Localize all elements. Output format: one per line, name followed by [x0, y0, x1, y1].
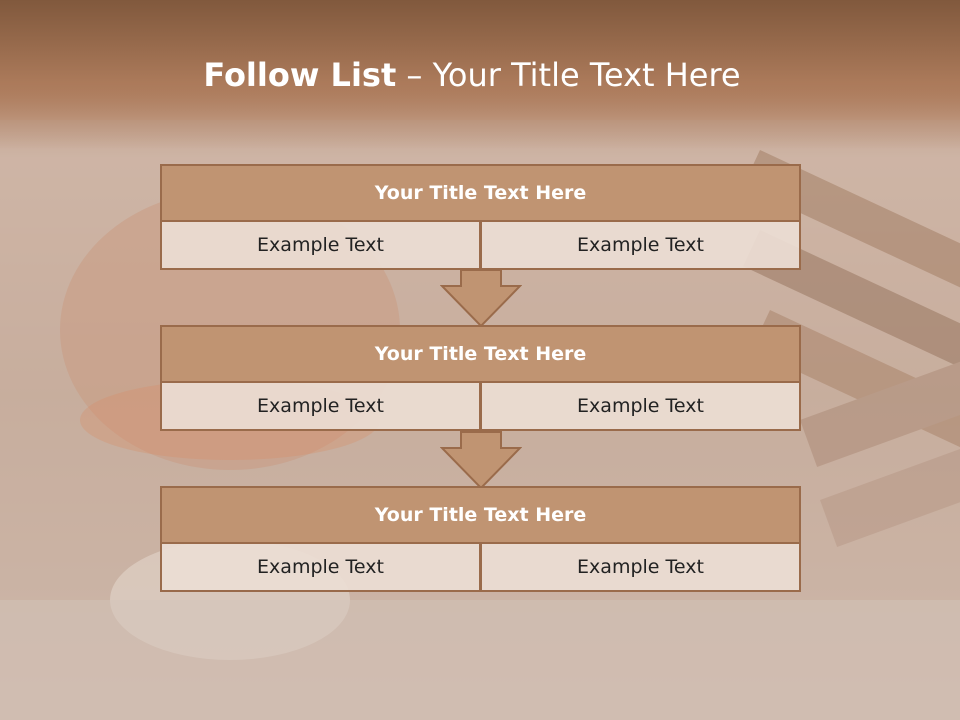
follow-list-block-1: Your Title Text Here Example Text Exampl…	[160, 164, 801, 270]
down-arrow-icon	[440, 269, 522, 328]
block-cell-right: Example Text	[480, 542, 801, 592]
block-row: Example Text Example Text	[160, 542, 801, 592]
block-cell-left: Example Text	[160, 220, 481, 270]
block-cell-right: Example Text	[480, 220, 801, 270]
block-row: Example Text Example Text	[160, 381, 801, 431]
block-cell-right: Example Text	[480, 381, 801, 431]
down-arrow-icon	[440, 431, 522, 490]
block-cell-left: Example Text	[160, 542, 481, 592]
block-title: Your Title Text Here	[160, 486, 801, 544]
title-bar	[0, 0, 960, 150]
slide-title: Follow List – Your Title Text Here	[0, 52, 944, 98]
block-title: Your Title Text Here	[160, 164, 801, 222]
block-cell-left: Example Text	[160, 381, 481, 431]
cigars-shape	[743, 149, 960, 547]
follow-list-block-2: Your Title Text Here Example Text Exampl…	[160, 325, 801, 431]
block-title: Your Title Text Here	[160, 325, 801, 383]
follow-list-block-3: Your Title Text Here Example Text Exampl…	[160, 486, 801, 592]
slide-title-rest: – Your Title Text Here	[406, 56, 741, 94]
slide-title-bold: Follow List	[203, 56, 397, 94]
block-row: Example Text Example Text	[160, 220, 801, 270]
